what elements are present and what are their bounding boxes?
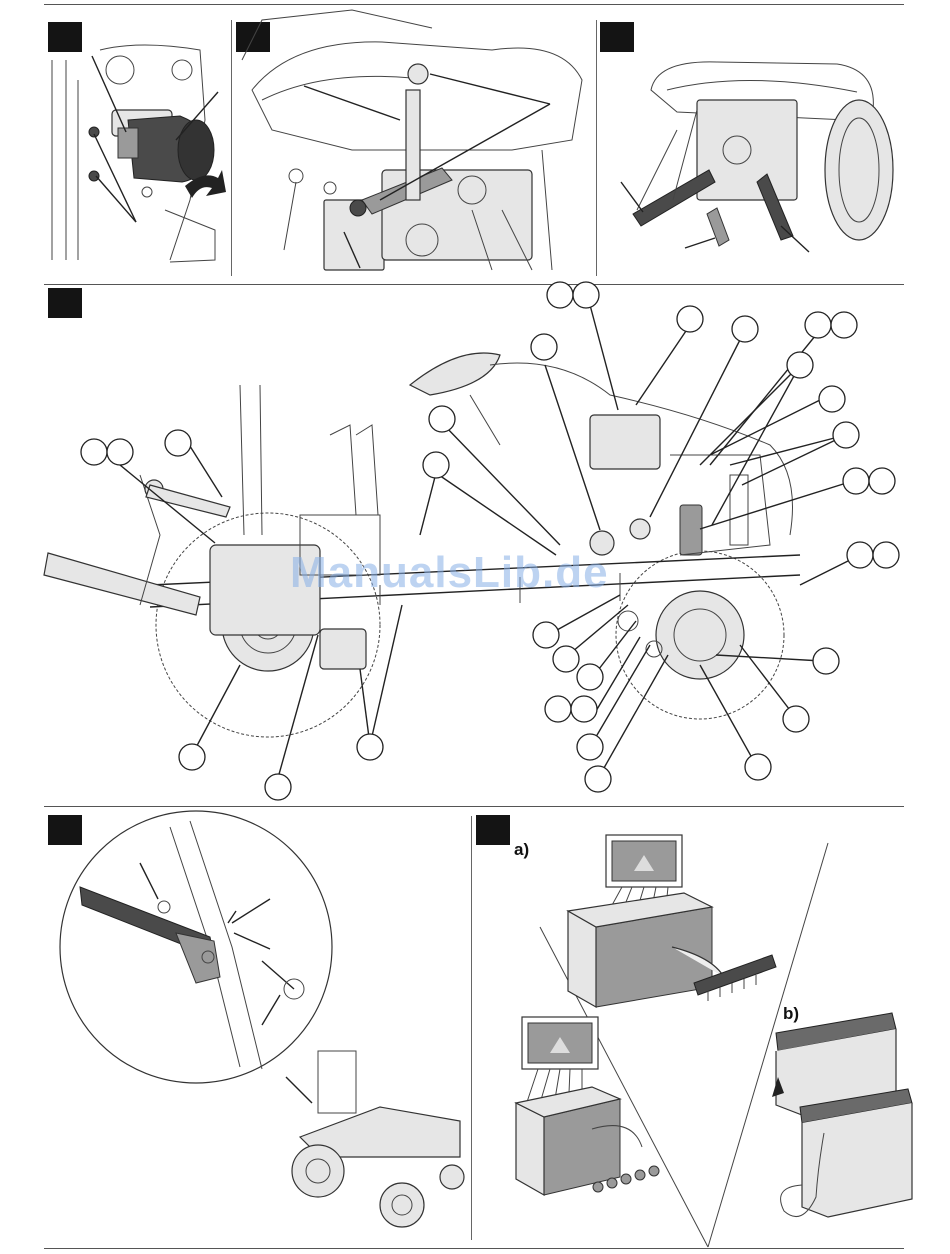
battery-sublabel-a: a): [514, 840, 529, 860]
panel-1-pto-cover-diagram: [0, 0, 231, 284]
watermark-text: ManualsLib.de: [290, 548, 609, 598]
panel-6-battery-diagram: [472, 807, 912, 1247]
panel-4-tractor-side-view: [0, 285, 950, 806]
bottom-rule: [44, 1248, 904, 1249]
panel-3-lower-links-diagram: [597, 0, 907, 284]
panel-2-toplink-diagram: [232, 0, 596, 284]
panel-5-rops-pin-detail: [0, 807, 470, 1247]
battery-sublabel-b: b): [783, 1004, 799, 1024]
